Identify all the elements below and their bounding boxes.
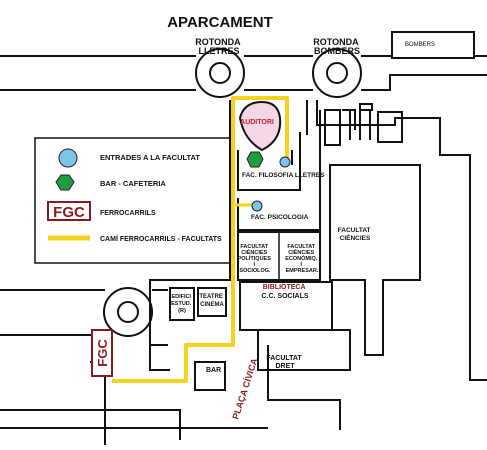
legend-entrances: ENTRADES A LA FACULTAT <box>100 153 200 162</box>
auditori-label: AUDITORI <box>240 119 274 126</box>
fgc-legend-logo-text: FGC <box>53 204 85 221</box>
roundabout-lletres-label: ROTONDA LLETRES <box>195 37 243 56</box>
filosofia-label: FAC. FILOSOFIA LLETRES <box>242 172 325 179</box>
psicologia-building <box>237 110 321 231</box>
edifici-building <box>169 287 195 321</box>
legend: ENTRADES A LA FACULTAT BAR - CAFETERIA F… <box>34 137 231 264</box>
placa-civica-label: PLAÇA CÍVICA <box>230 357 259 421</box>
teatre-building <box>197 287 227 317</box>
bar-building <box>194 361 226 391</box>
legend-rail: FERROCARRILS <box>100 210 156 217</box>
ciencies-label: FACULTAT CIÈNCIES <box>338 227 373 242</box>
roundabout-bombers <box>312 48 362 98</box>
entrance-legend-icon <box>58 148 78 168</box>
bar-label: BAR <box>206 367 221 374</box>
fgc-legend-logo <box>47 201 91 221</box>
entrance-filosofia-icon <box>279 156 291 168</box>
fgc-sign <box>91 329 113 377</box>
ciencies-building <box>329 164 421 356</box>
teatre-label: TEATRE CINEMA <box>199 294 224 308</box>
filosofia-building <box>237 132 301 191</box>
fgc-sign-text: FGC <box>95 339 110 367</box>
roundabout-lletres <box>195 48 245 98</box>
bombers-building <box>391 31 475 59</box>
edifici-label: EDIFICI ESTUD. (R) <box>171 294 193 314</box>
psicologia-label: FAC. PSICOLOGIA <box>251 214 309 221</box>
lower-road <box>0 287 268 445</box>
politiques-label: FACULTAT CIÈNCIES POLÍTIQUES I SOCIOLOG. <box>238 244 273 274</box>
bar-legend-icon <box>55 174 75 191</box>
bar-cafeteria-icon <box>246 151 264 168</box>
dret-building <box>257 329 351 371</box>
dret-label: FACULTAT DRET <box>266 355 303 370</box>
map-title: APARCAMENT <box>167 14 273 31</box>
legend-bar: BAR - CAFETERIA <box>100 179 166 188</box>
bombers-label: BOMBERS <box>405 42 435 48</box>
biblioteca-label: BIBLIOTECA C.C. SOCIALS <box>261 284 308 300</box>
rail-to-faculties-path <box>112 96 289 383</box>
auditori-building: AUDITORI <box>238 100 282 152</box>
campus-outline <box>149 100 487 430</box>
roundabout-bombers-label: ROTONDA BOMBERS <box>313 37 361 56</box>
parking-blocks <box>324 103 403 146</box>
legend-path: CAMÍ FERROCARRILS - FACULTATS <box>100 234 222 243</box>
economiques-label: FACULTAT CIÈNCIES ECONÒMIQ. I EMPRESAR. <box>285 244 319 274</box>
entrance-psicologia-icon <box>251 200 263 212</box>
